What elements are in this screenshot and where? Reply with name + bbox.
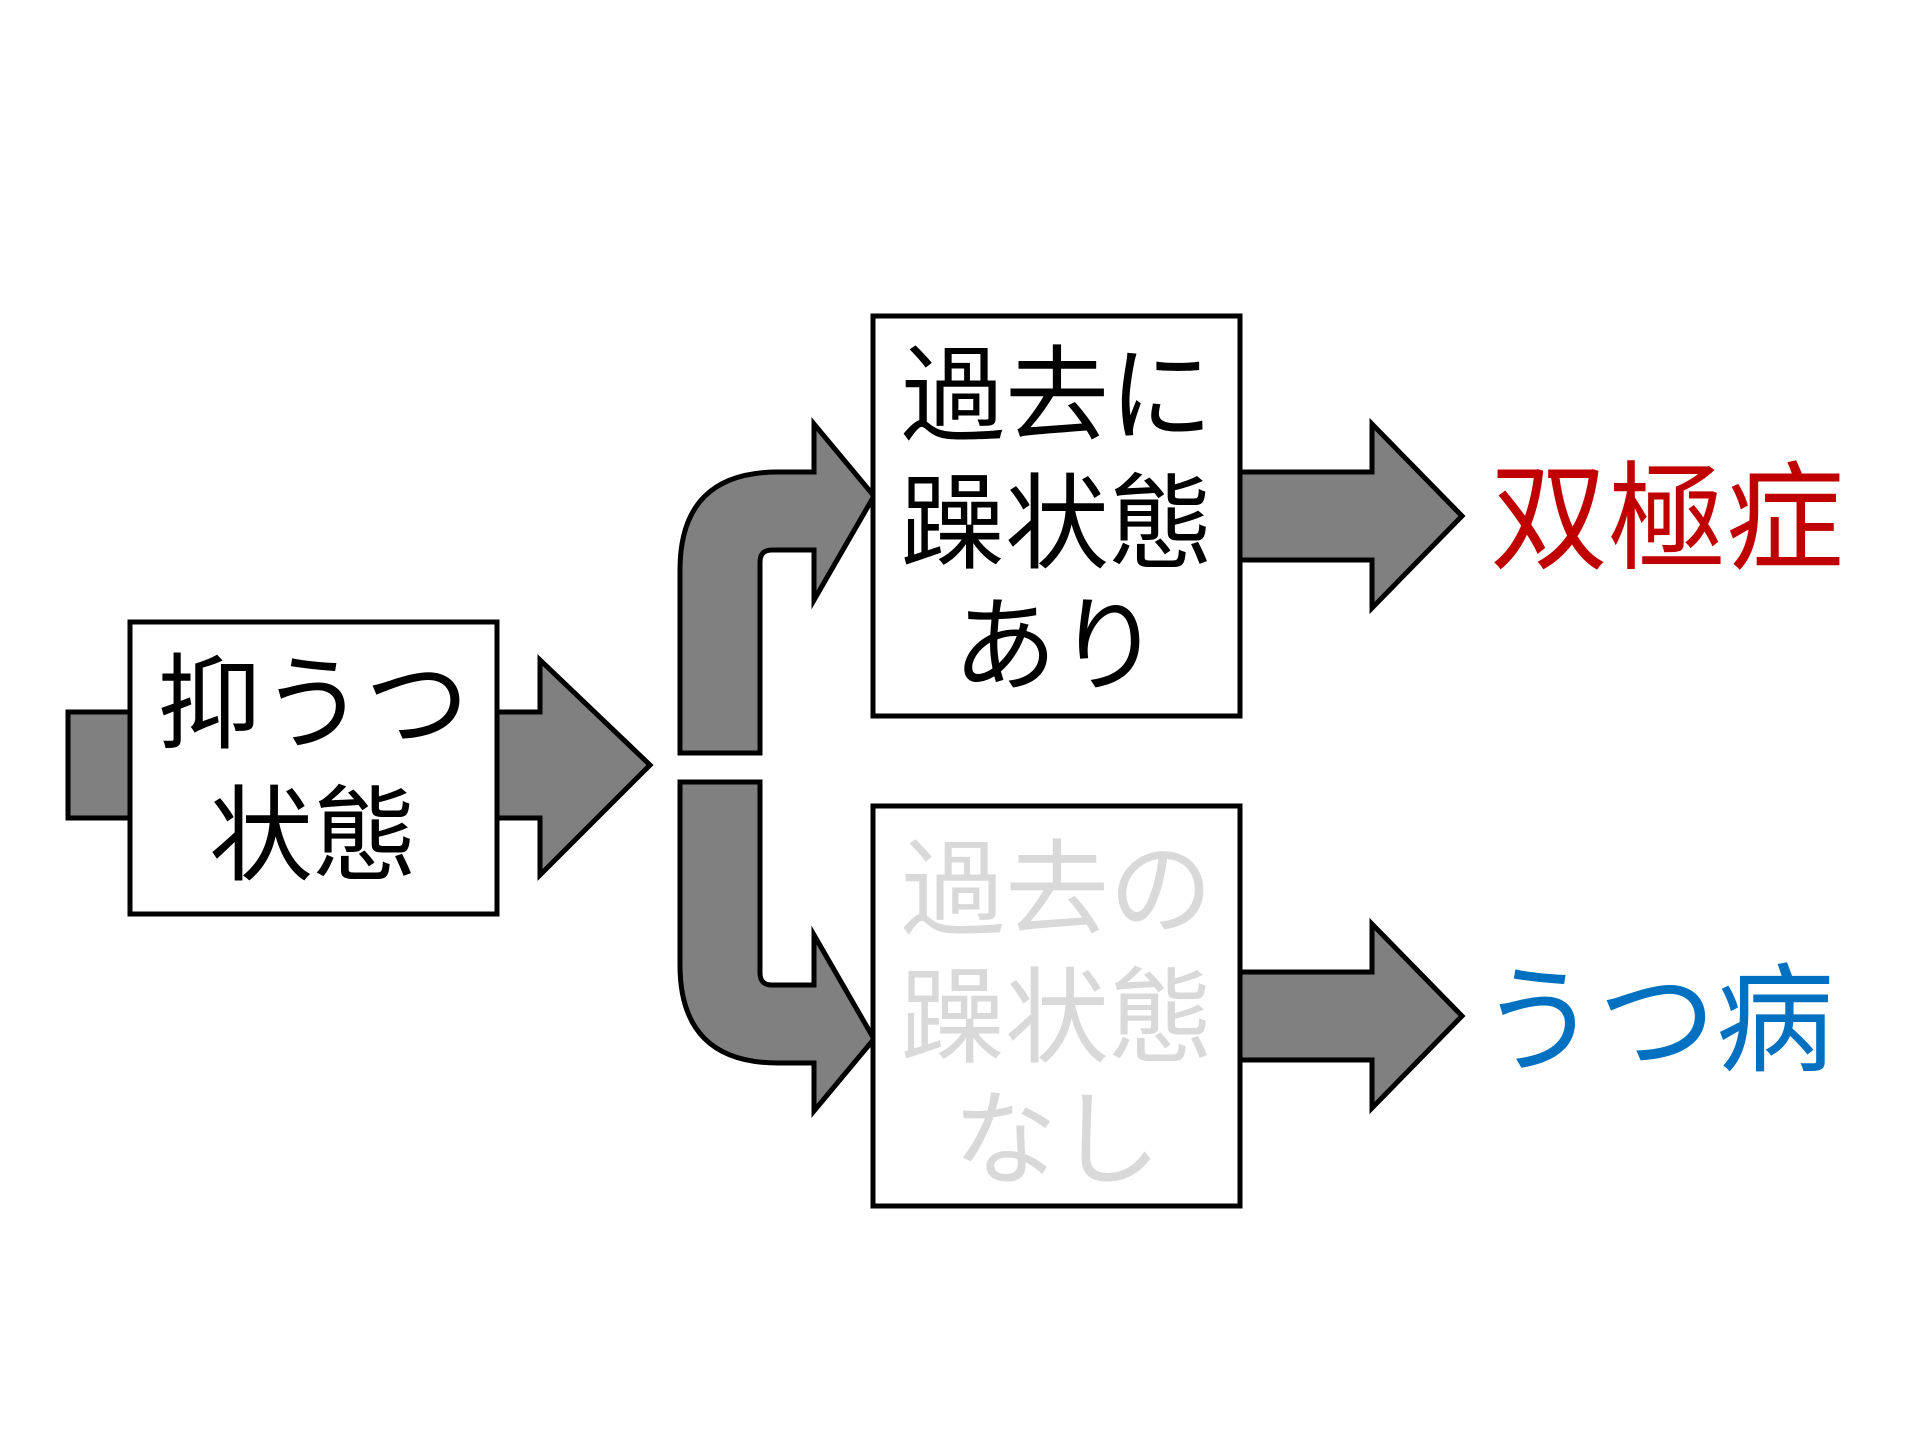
arrow-depressive-out [487, 654, 654, 882]
arrow-to-bipolar [1237, 417, 1466, 615]
node-past-mania-yes: 過去に 躁状態 あり [870, 313, 1243, 719]
node-past-mania-yes-line2: 躁状態 [901, 463, 1213, 585]
branch-arrow-lower [677, 779, 878, 1118]
outcome-bipolar: 双極症 [1490, 450, 1844, 588]
node-past-mania-no-line3: なし [953, 1079, 1161, 1201]
node-depressive-state-line2: 状態 [209, 775, 417, 897]
node-past-mania-yes-line3: あり [953, 585, 1161, 707]
outcome-depression: うつ病 [1480, 952, 1834, 1090]
arrow-to-depression [1237, 917, 1466, 1115]
node-past-mania-yes-line1: 過去に [901, 335, 1213, 457]
node-past-mania-no-line1: 過去の [901, 829, 1213, 951]
branch-arrow-upper [677, 417, 878, 756]
node-past-mania-no: 過去の 躁状態 なし [870, 803, 1243, 1209]
node-depressive-state: 抑うつ 状態 [127, 619, 500, 917]
node-depressive-state-line1: 抑うつ [157, 643, 469, 765]
node-past-mania-no-line2: 躁状態 [901, 957, 1213, 1079]
